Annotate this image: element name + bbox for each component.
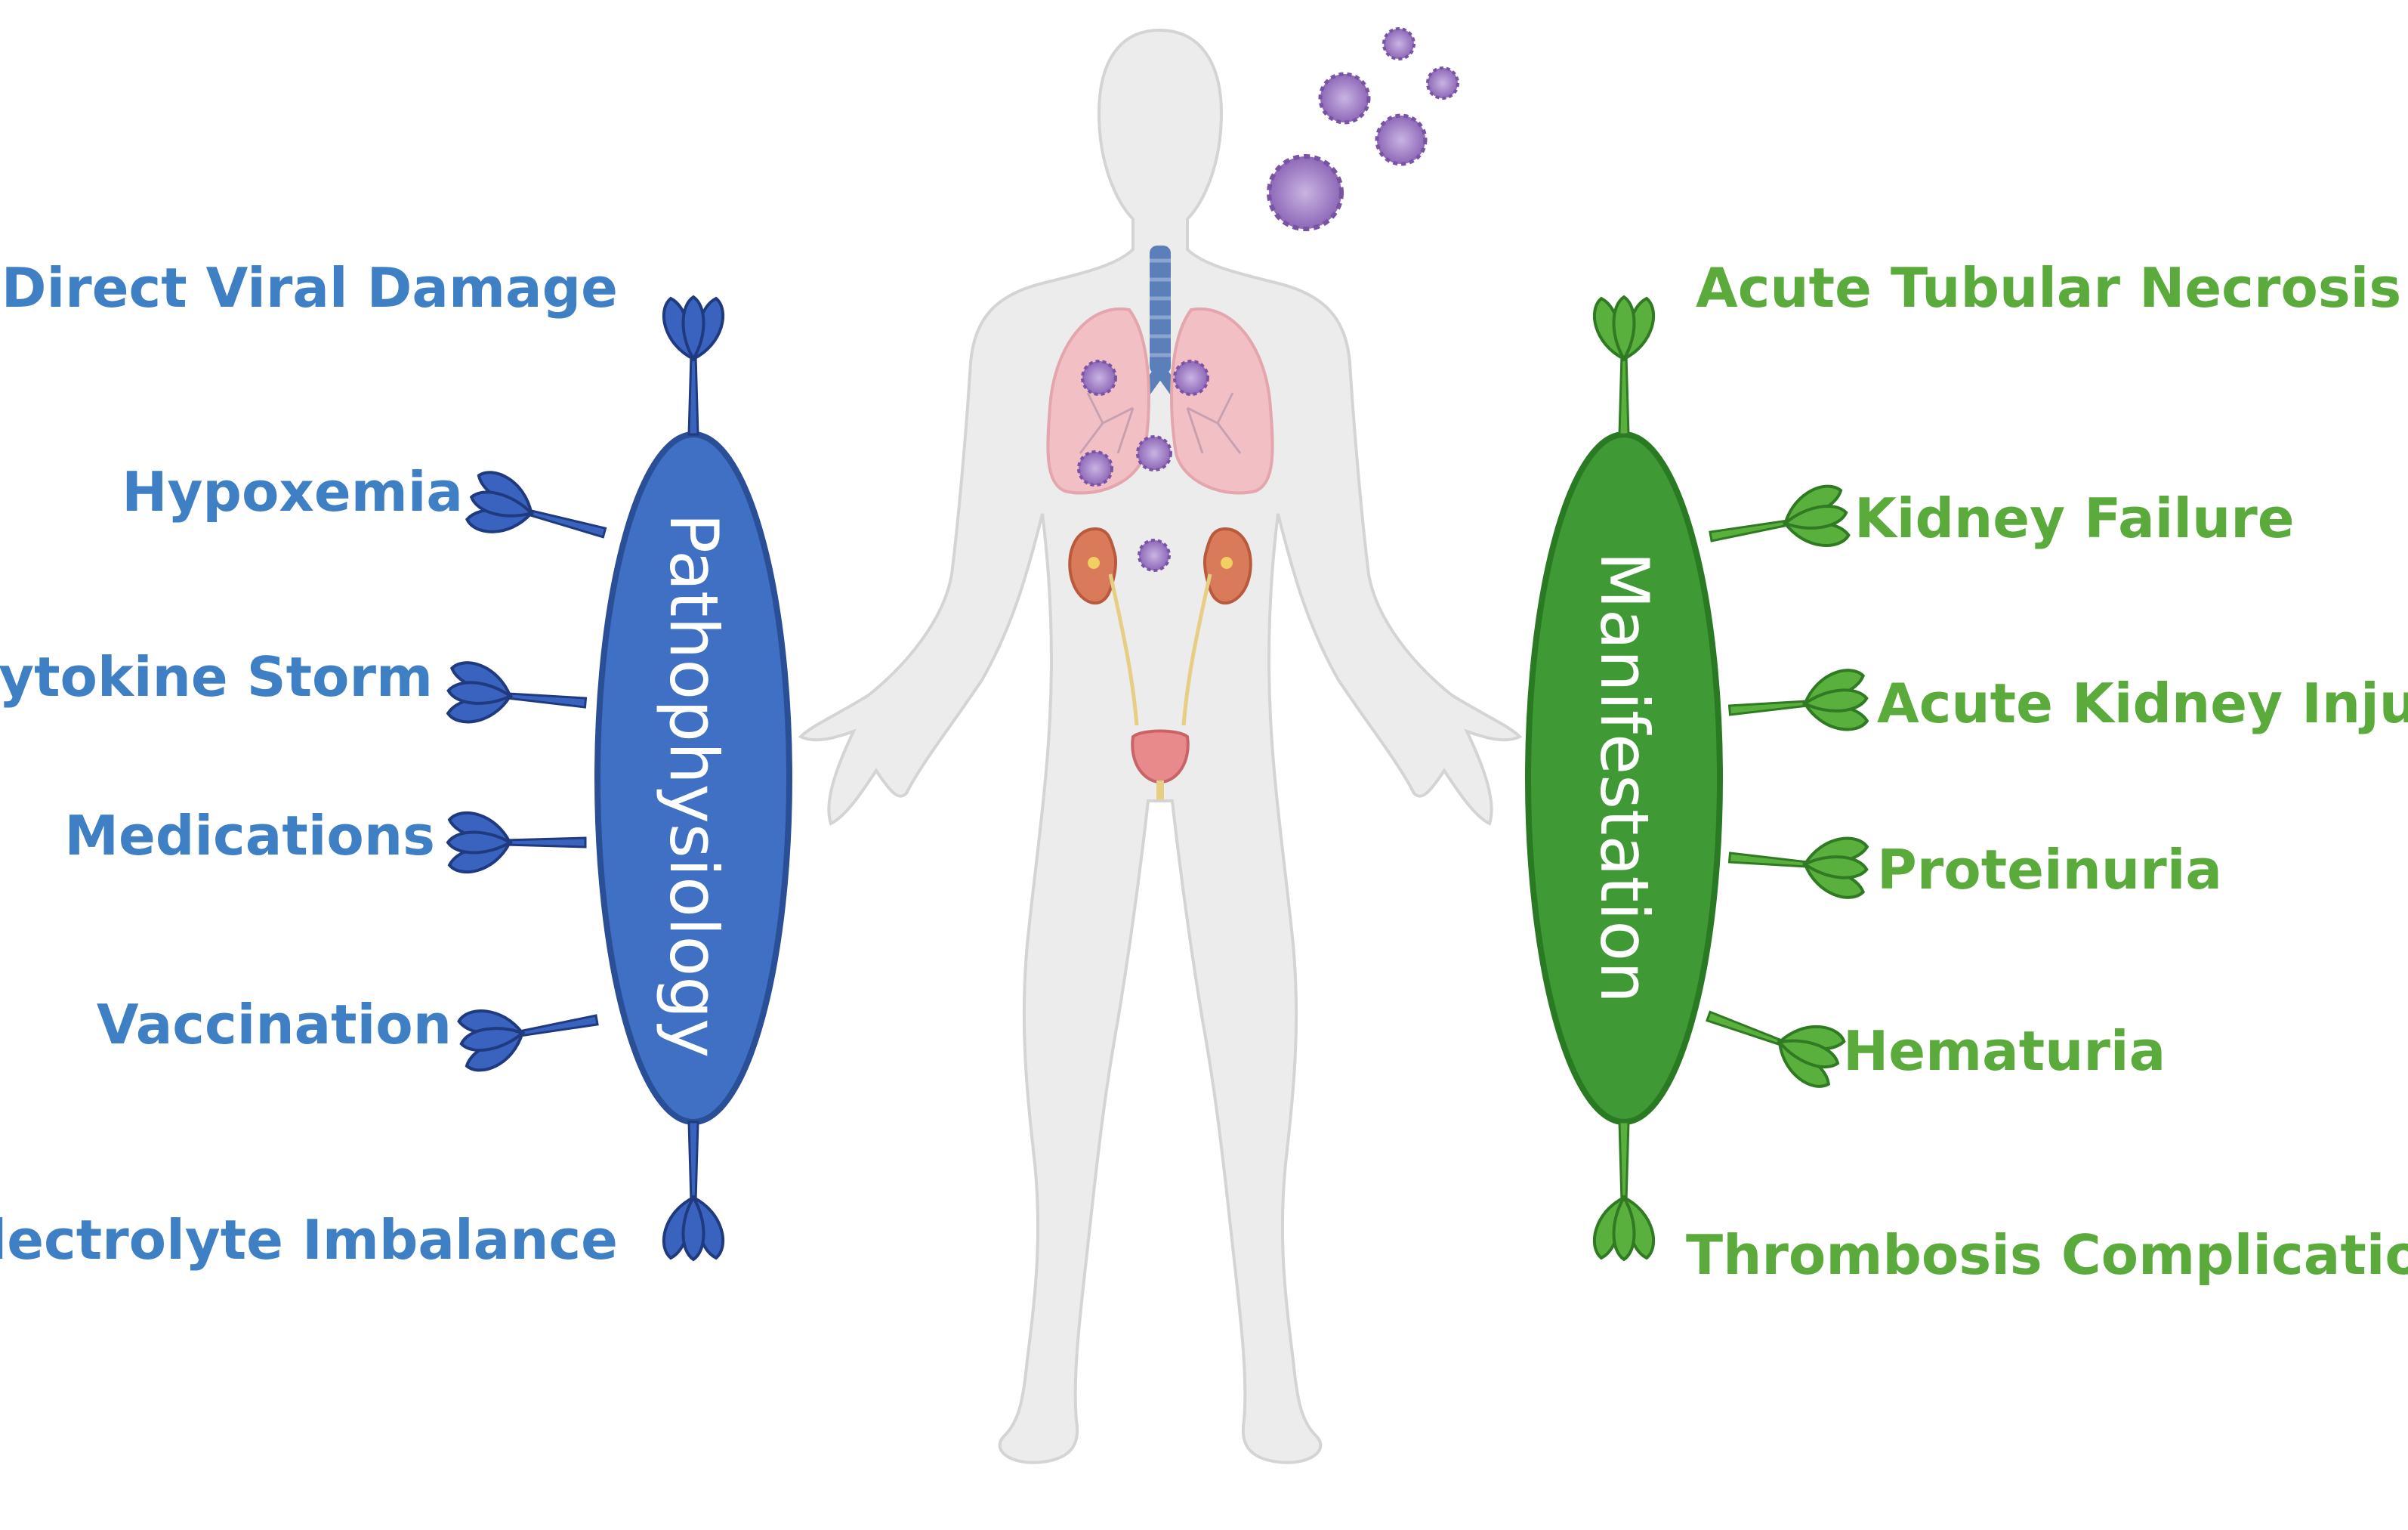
right-connectors bbox=[1592, 295, 1869, 1262]
label-vaccination: Vaccination bbox=[96, 993, 452, 1056]
virus-particles bbox=[1077, 27, 1459, 572]
virus-icon bbox=[1138, 539, 1171, 572]
manifestation-title: Manifestation bbox=[1585, 551, 1663, 1004]
virus-icon bbox=[1375, 113, 1428, 166]
label-acute-tubular-necrosis: Acute Tubular Necrosis bbox=[1696, 256, 2402, 320]
connector-vaccination bbox=[457, 1009, 599, 1072]
virus-icon bbox=[1077, 450, 1113, 487]
lungs-icon bbox=[1046, 307, 1274, 495]
label-hematuria: Hematuria bbox=[1843, 1019, 2166, 1083]
pathophysiology-title: Pathophysiology bbox=[655, 513, 733, 1059]
connector-medications bbox=[446, 811, 587, 874]
label-acute-kidney-injury: Acute Kidney Injury bbox=[1877, 672, 2408, 735]
label-thrombosis-complications: Thrombosis Complications bbox=[1686, 1223, 2408, 1287]
connector-direct-viral-damage bbox=[662, 295, 725, 436]
connector-thrombosis-complications bbox=[1592, 1120, 1656, 1262]
virus-icon bbox=[1426, 66, 1459, 100]
connector-cytokine-storm bbox=[446, 661, 588, 724]
left-connectors bbox=[446, 295, 725, 1262]
label-kidney-failure: Kidney Failure bbox=[1854, 487, 2295, 550]
virus-icon bbox=[1136, 435, 1172, 471]
label-direct-viral-damage: Direct Viral Damage bbox=[1, 256, 618, 320]
virus-icon bbox=[1173, 360, 1209, 396]
connector-kidney-failure bbox=[1709, 484, 1851, 547]
virus-icon bbox=[1267, 154, 1344, 231]
kidneys-icon bbox=[1068, 527, 1252, 726]
virus-icon bbox=[1081, 360, 1117, 396]
label-hypoxemia: Hypoxemia bbox=[122, 460, 463, 524]
connector-acute-kidney-injury bbox=[1727, 669, 1869, 731]
virus-icon bbox=[1382, 27, 1415, 60]
virus-icon bbox=[1318, 72, 1371, 125]
bladder-icon bbox=[1131, 729, 1190, 799]
connector-hematuria bbox=[1706, 1010, 1846, 1088]
connector-electrolyte-imbalance bbox=[662, 1120, 725, 1262]
connector-proteinuria bbox=[1727, 836, 1869, 899]
connector-hypoxemia bbox=[465, 471, 607, 539]
connector-acute-tubular-necrosis bbox=[1592, 295, 1656, 436]
label-electrolyte-imbalance: Electrolyte Imbalance bbox=[0, 1208, 618, 1272]
label-cytokine-storm: Cytokine Storm bbox=[0, 645, 433, 709]
label-proteinuria: Proteinuria bbox=[1877, 838, 2222, 901]
label-medications: Medications bbox=[64, 804, 435, 867]
